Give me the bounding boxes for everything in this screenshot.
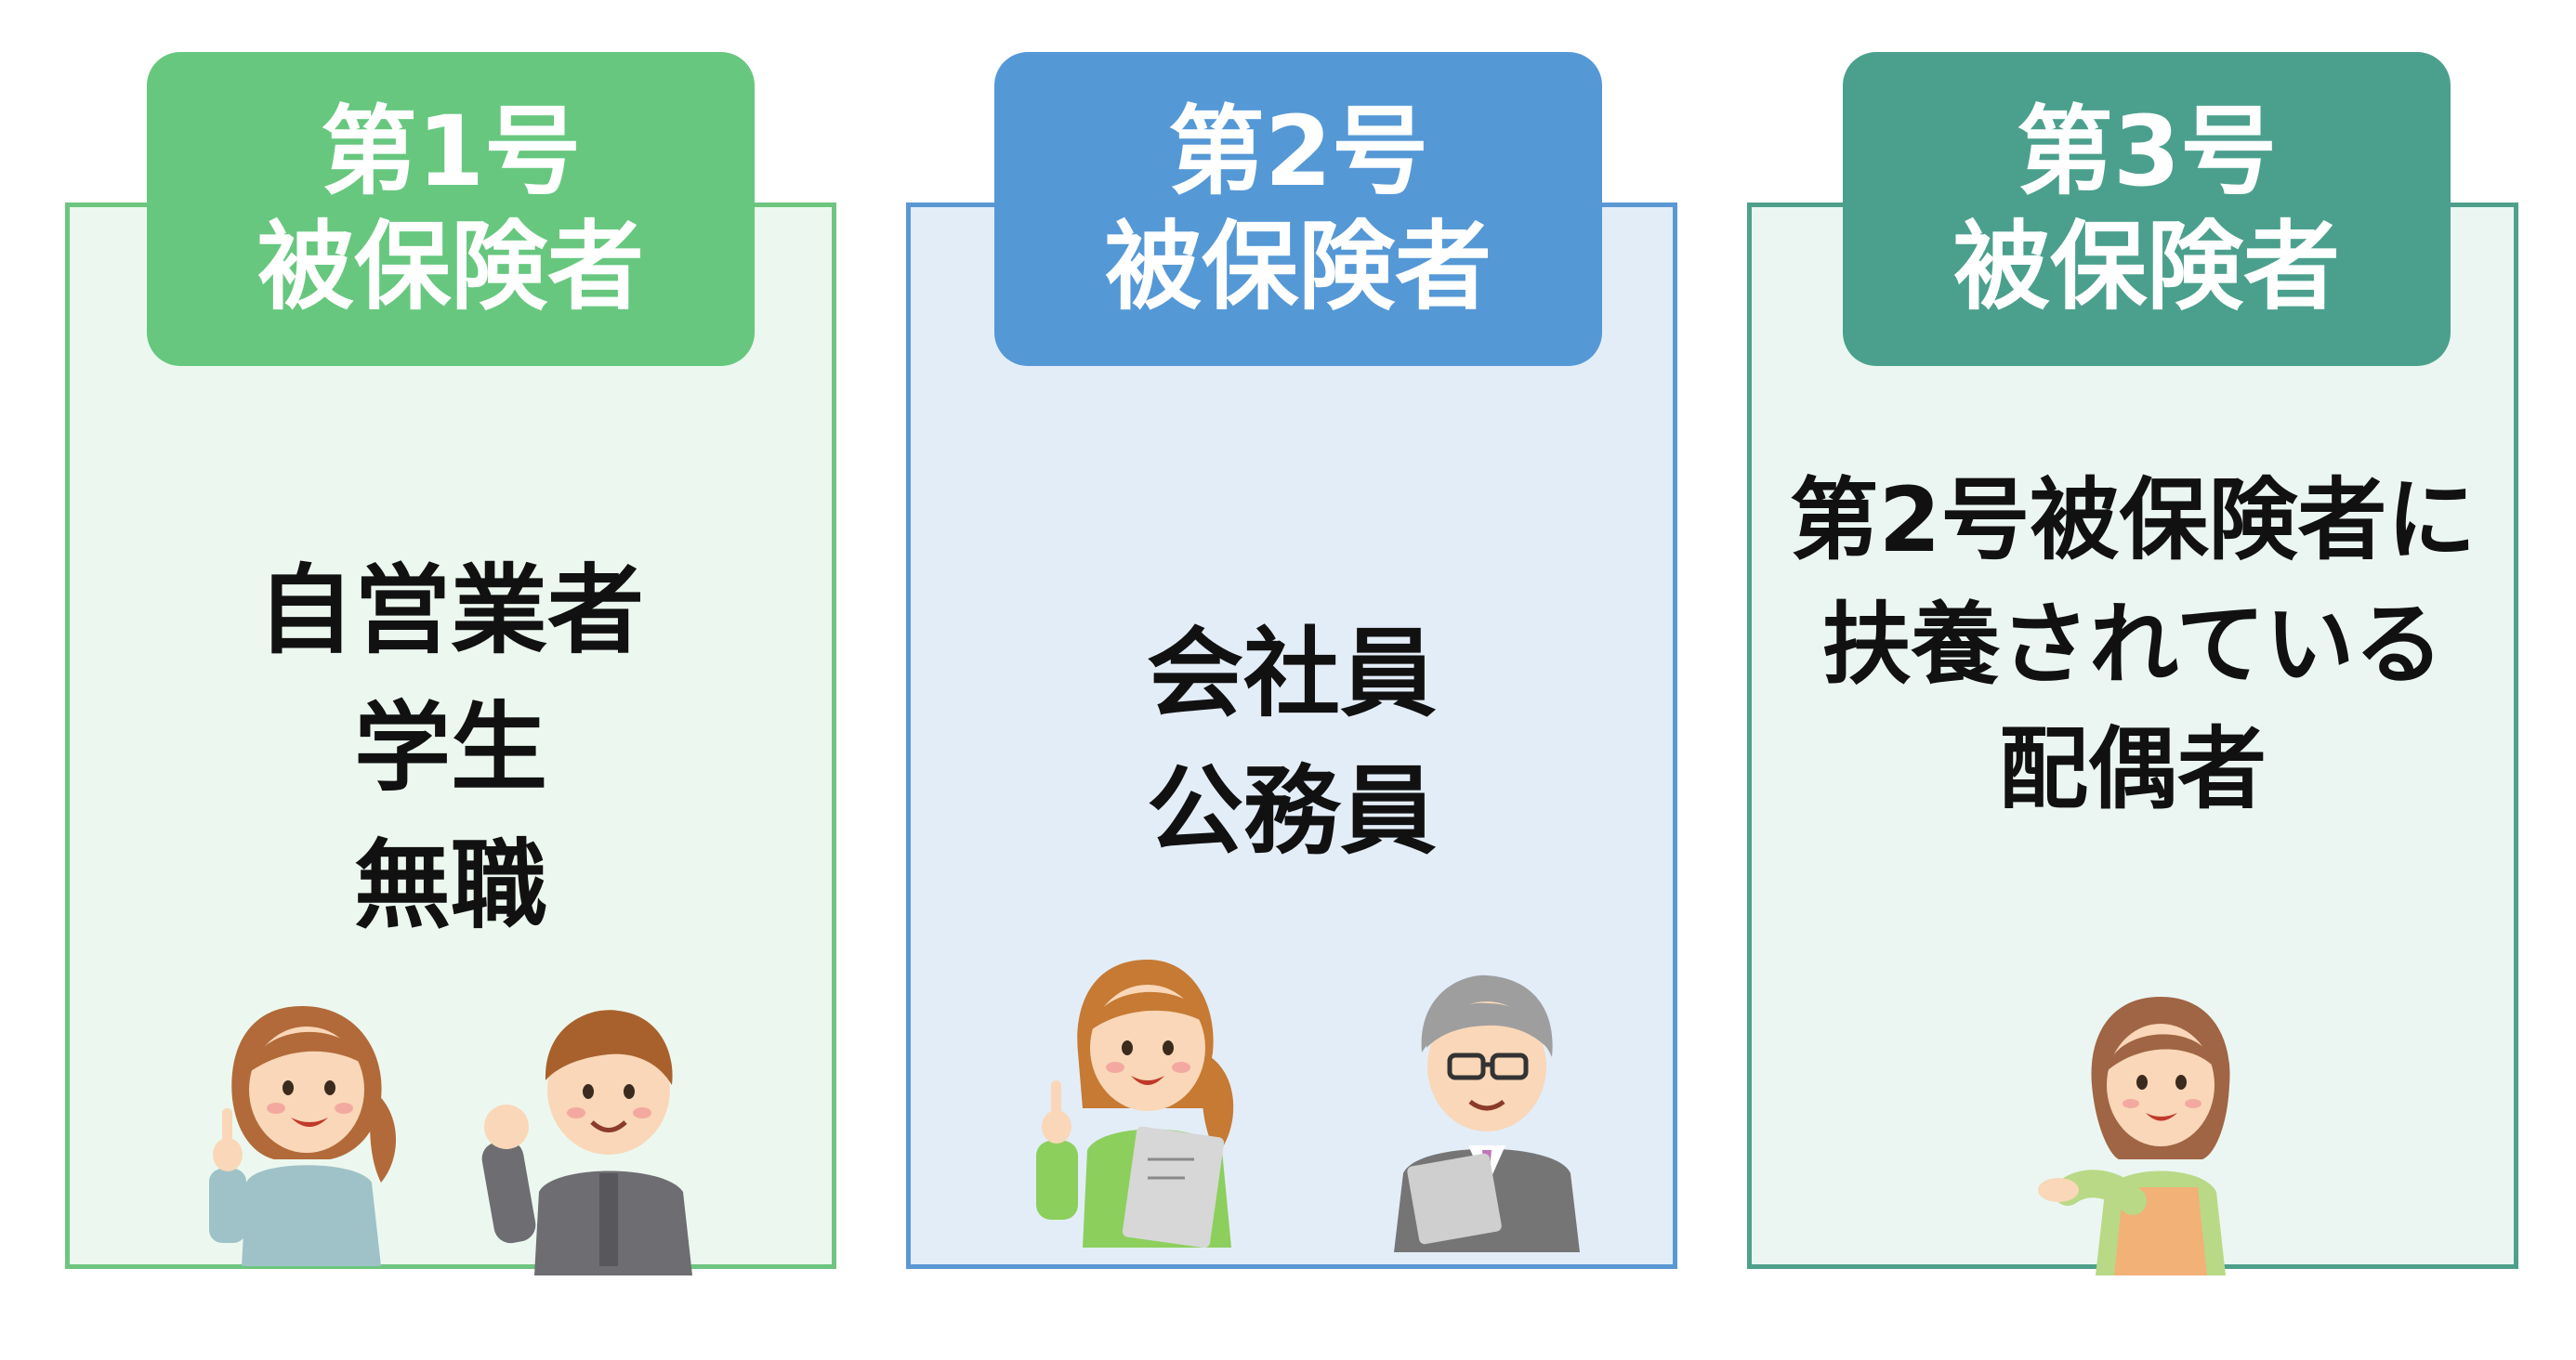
category-card-1: 自営業者 学生 無職 bbox=[65, 203, 836, 1275]
student-boy-fist-icon bbox=[481, 1010, 692, 1275]
category-number: 第3号 bbox=[2016, 95, 2278, 208]
category-2-description: 会社員 公務員 bbox=[911, 605, 1673, 880]
businessman-glasses-icon bbox=[1394, 974, 1580, 1252]
category-name: 被保険者 bbox=[256, 210, 644, 323]
desc-line: 学生 bbox=[353, 691, 547, 804]
housewife-apron-icon bbox=[2038, 997, 2230, 1275]
category-card-2: 会社員 公務員 bbox=[906, 203, 1677, 1269]
desc-line: 会社員 bbox=[1146, 617, 1437, 730]
category-card-3: 第2号被保険者に 扶養されている 配偶者 bbox=[1747, 203, 2518, 1275]
category-number: 第2号 bbox=[1167, 95, 1429, 208]
category-1-description: 自営業者 学生 無職 bbox=[70, 542, 832, 954]
category-tab-3: 第3号 被保険者 bbox=[1843, 52, 2451, 366]
category-name: 被保険者 bbox=[1952, 210, 2340, 323]
category-3-description: 第2号被保険者に 扶養されている 配偶者 bbox=[1752, 458, 2514, 831]
desc-line: 自営業者 bbox=[256, 554, 644, 667]
category-tab-2: 第2号 被保険者 bbox=[994, 52, 1602, 366]
category-number: 第1号 bbox=[320, 95, 582, 208]
desc-line: 無職 bbox=[353, 829, 547, 942]
category-tab-1: 第1号 被保険者 bbox=[147, 52, 755, 366]
category-name: 被保険者 bbox=[1104, 210, 1492, 323]
desc-line: 配偶者 bbox=[1999, 717, 2267, 821]
office-woman-pointing-icon bbox=[1036, 960, 1234, 1248]
woman-worker-pointing-icon bbox=[209, 1006, 397, 1266]
desc-line: 第2号被保険者に bbox=[1789, 468, 2477, 572]
desc-line: 扶養されている bbox=[1821, 593, 2444, 697]
desc-line: 公務員 bbox=[1146, 754, 1437, 868]
